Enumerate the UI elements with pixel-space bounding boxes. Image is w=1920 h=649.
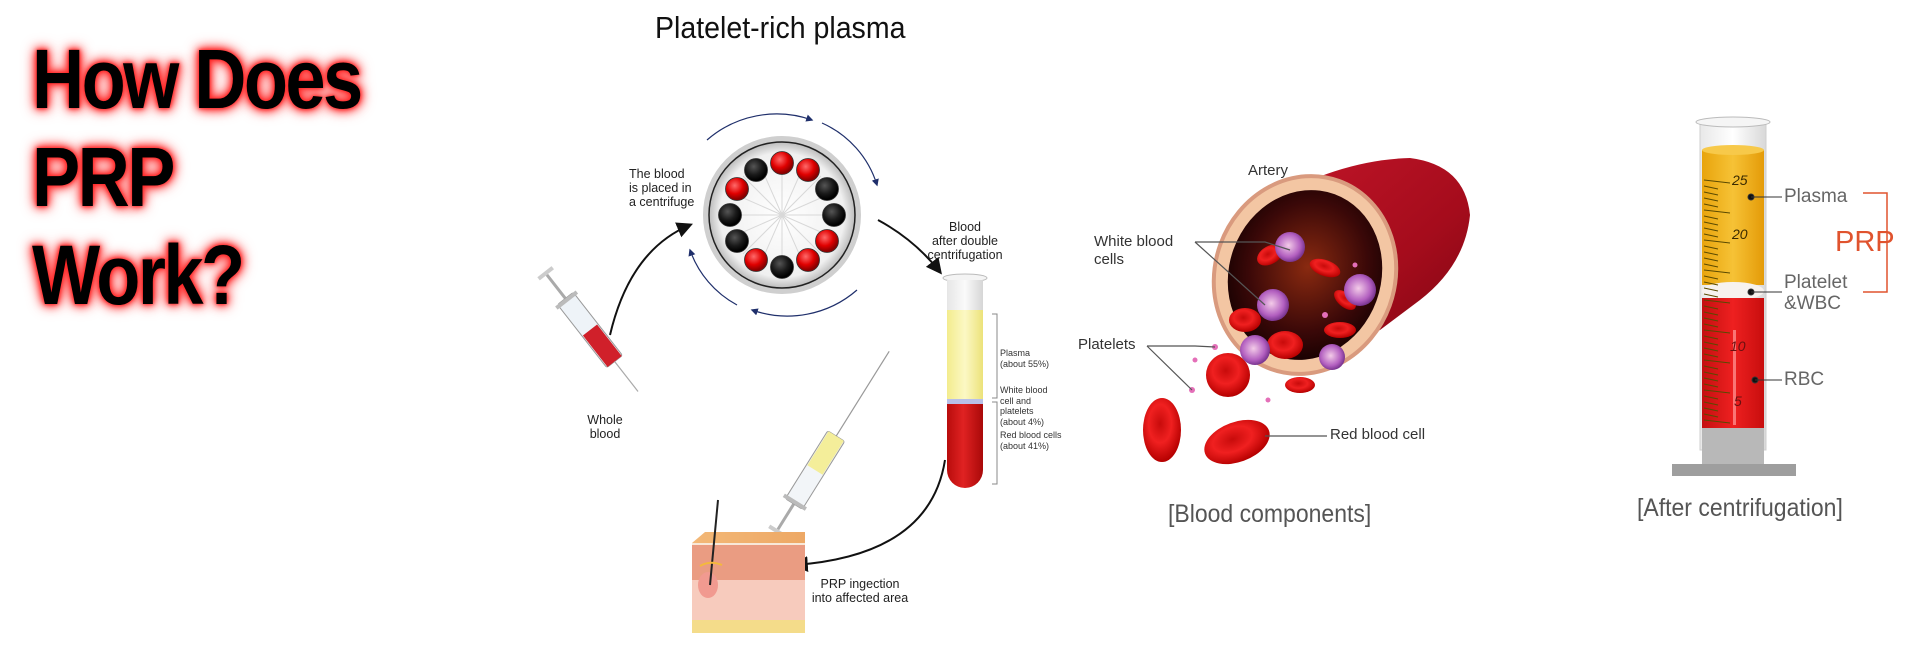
headline-line-2: PRP xyxy=(32,130,175,224)
scale-tick xyxy=(1703,335,1719,340)
scale-tick xyxy=(1703,341,1719,346)
scale-tick xyxy=(1703,215,1719,220)
label-whole-blood: Whole blood xyxy=(587,413,623,441)
scale-tick xyxy=(1703,203,1719,208)
scale-tick xyxy=(1703,329,1731,334)
centrifuge-slot-black xyxy=(725,229,749,253)
scale-tick xyxy=(1703,197,1719,202)
scale-tick xyxy=(1703,275,1719,280)
scale-tick xyxy=(1703,221,1719,226)
scale-tick xyxy=(1703,233,1719,238)
arrow-to-injection xyxy=(791,459,946,573)
scale-tick xyxy=(1703,293,1719,298)
skin-block xyxy=(692,499,805,633)
white-blood-cells xyxy=(1240,232,1376,370)
scale-tick xyxy=(1703,269,1731,274)
headline-line-3: Work? xyxy=(32,228,245,322)
scale-tick xyxy=(1703,245,1719,250)
scale-tick xyxy=(1703,239,1731,244)
caption-blood-components: [Blood components] xyxy=(1168,500,1372,528)
scale-tick xyxy=(1703,353,1719,358)
tick-label-5: 5 xyxy=(1734,393,1742,409)
centrifuge-slot-black xyxy=(815,177,839,201)
centrifuge-slot-black xyxy=(744,158,768,182)
caption-after-centrifugation: [After centrifugation] xyxy=(1637,494,1843,522)
centrifuge-slot-red xyxy=(770,151,794,175)
label-platelet-wbc: Platelet &WBC xyxy=(1784,272,1848,314)
label-after-centrifugation: Blood after double centrifugation xyxy=(927,220,1003,262)
label-prp-injection: PRP ingection into affected area xyxy=(811,577,909,605)
scale-tick xyxy=(1703,365,1719,370)
scale-tick xyxy=(1703,317,1719,322)
tick-label-20: 20 xyxy=(1732,226,1748,242)
centrifuge-slot-red xyxy=(725,177,749,201)
cylinder-callouts xyxy=(1747,193,1782,384)
scale-tick xyxy=(1703,185,1719,190)
scale-tick xyxy=(1703,323,1719,328)
scale-tick xyxy=(1703,191,1719,196)
scale-tick xyxy=(1703,251,1719,256)
scale-tick xyxy=(1703,311,1719,316)
label-centrifuge: The blood is placed in a centrifuge xyxy=(629,167,695,209)
scale-tick xyxy=(1703,395,1719,400)
headline-line-1: How Does xyxy=(32,32,363,126)
scale-tick xyxy=(1703,389,1731,394)
scale-tick xyxy=(1703,287,1719,292)
label-artery: Artery xyxy=(1248,162,1289,179)
centrifuge-slot-red xyxy=(744,248,768,272)
tube-label-plasma: Plasma (about 55%) xyxy=(1000,348,1050,369)
centrifuge xyxy=(688,113,879,317)
scale-tick xyxy=(1703,359,1731,364)
label-plasma: Plasma xyxy=(1784,186,1848,207)
scale-tick xyxy=(1703,257,1719,262)
scale-tick xyxy=(1703,179,1731,184)
graduated-cylinder xyxy=(1672,116,1796,476)
scale-tick xyxy=(1703,407,1719,412)
label-platelets: Platelets xyxy=(1078,336,1136,353)
scale-tick xyxy=(1703,227,1719,232)
scale-tick xyxy=(1703,281,1719,286)
centrifuge-slot-red xyxy=(815,229,839,253)
callout-lines xyxy=(1146,241,1327,437)
scale-tick xyxy=(1703,299,1731,304)
scale-tick xyxy=(1703,413,1719,418)
prp-injection-syringe xyxy=(768,350,890,538)
scale-tick xyxy=(1703,419,1731,424)
label-white-blood-cells: White blood cells xyxy=(1094,233,1174,268)
arrow-to-tube xyxy=(877,219,942,275)
scale-tick xyxy=(1703,371,1719,376)
red-blood-cells xyxy=(1143,244,1356,465)
prp-bracket xyxy=(1863,192,1888,293)
tube-label-wbc-platelets: White blood cell and platelets (about 4%… xyxy=(1000,385,1048,427)
scale-tick xyxy=(1703,383,1719,388)
centrifuge-slot-black xyxy=(822,203,846,227)
whole-blood-syringe xyxy=(537,266,639,392)
centrifuge-slot-red xyxy=(796,158,820,182)
arrow-to-centrifuge xyxy=(609,222,693,336)
label-red-blood-cell: Red blood cell xyxy=(1330,426,1426,443)
scale-tick xyxy=(1703,347,1719,352)
tick-label-10: 10 xyxy=(1730,338,1746,354)
separated-blood-tube xyxy=(942,273,998,488)
headline: How Does PRP Work? xyxy=(32,30,393,324)
centrifuge-slot-black xyxy=(718,203,742,227)
scale-tick xyxy=(1703,377,1719,382)
process-diagram-title: Platelet-rich plasma xyxy=(655,10,906,45)
scale-tick xyxy=(1703,263,1719,268)
label-prp: PRP xyxy=(1835,226,1895,258)
scale-tick xyxy=(1703,209,1731,214)
centrifuge-slot-red xyxy=(796,248,820,272)
label-rbc: RBC xyxy=(1784,369,1825,390)
scale-tick xyxy=(1703,305,1719,310)
scale-tick xyxy=(1703,401,1719,406)
centrifuge-slot-black xyxy=(770,255,794,279)
tick-label-25: 25 xyxy=(1732,172,1748,188)
tube-label-rbc: Red blood cells (about 41%) xyxy=(1000,430,1062,451)
